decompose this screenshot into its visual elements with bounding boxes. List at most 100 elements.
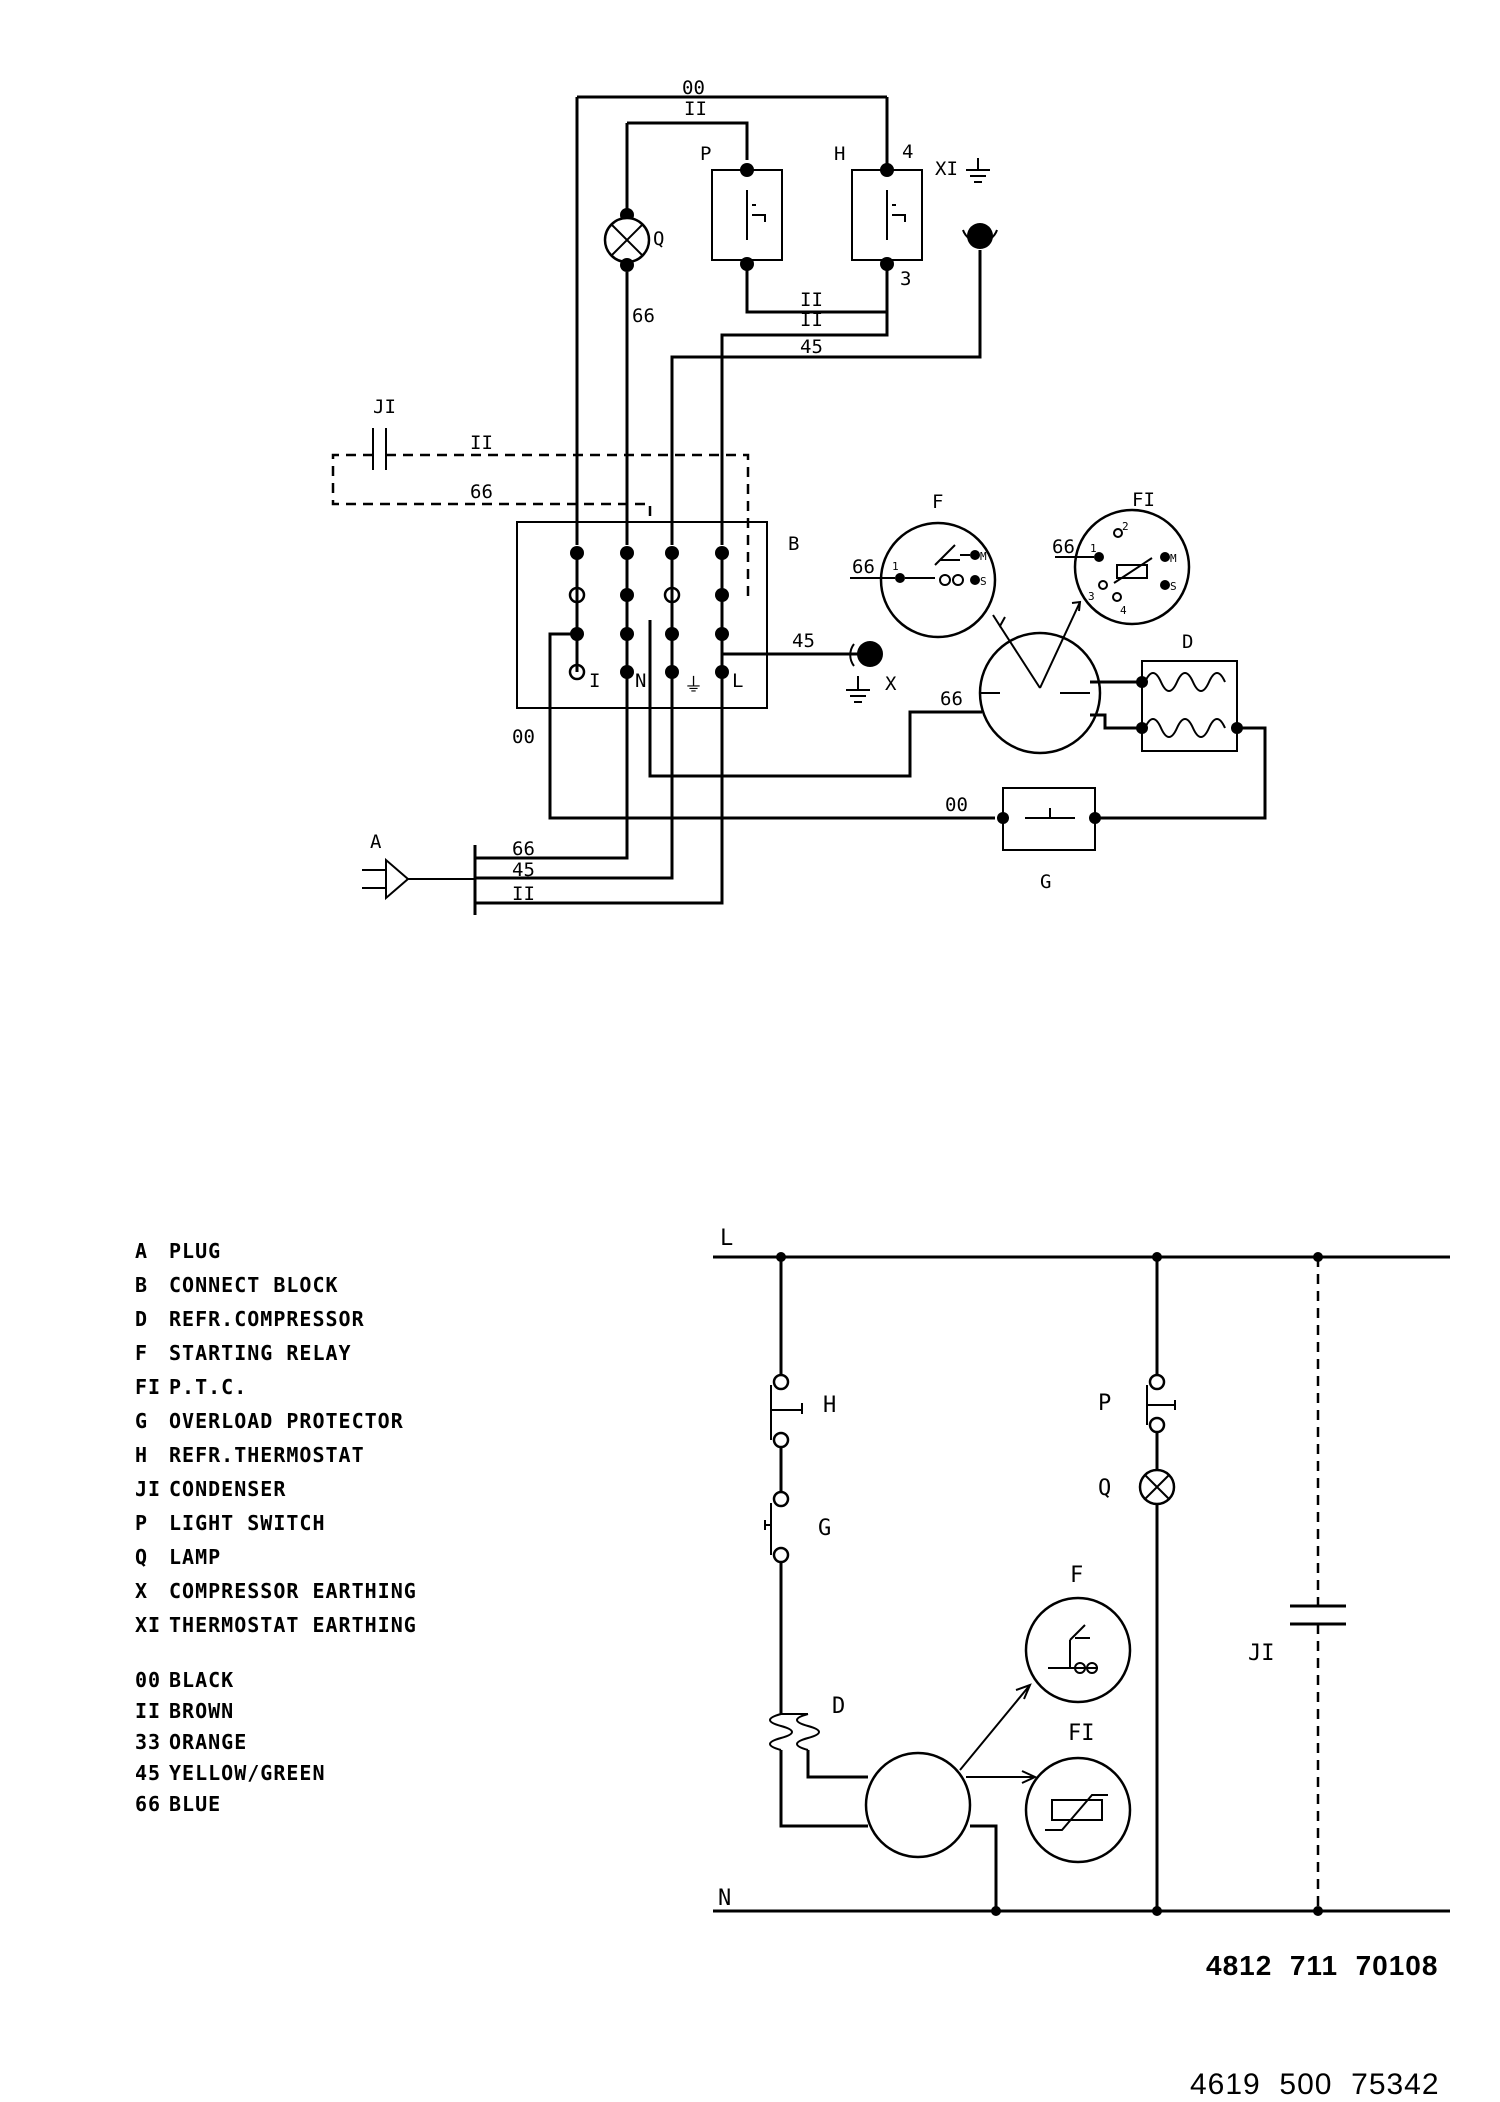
label-b: B	[788, 533, 799, 555]
label-ji-sch: JI	[1248, 1641, 1275, 1666]
legend-text: OVERLOAD PROTECTOR	[169, 1409, 404, 1433]
label-h-term-4: 4	[902, 141, 913, 163]
color-name: BLUE	[169, 1792, 222, 1816]
overload-protector-g: G	[997, 787, 1101, 893]
legend-item: F STARTING RELAY	[135, 1336, 555, 1370]
wire-label-00-g: 00	[945, 794, 968, 816]
color-name: ORANGE	[169, 1730, 248, 1754]
legend-text: PLUG	[169, 1239, 222, 1263]
label-f-term-s: S	[980, 575, 987, 588]
wire-label-66-f: 66	[852, 556, 875, 578]
legend-text: COMPRESSOR EARTHING	[169, 1579, 417, 1603]
legend-key: X	[135, 1579, 149, 1603]
color-legend-item: 66 BLUE	[135, 1789, 555, 1820]
legend-item: A PLUG	[135, 1234, 555, 1268]
color-legend-item: II BROWN	[135, 1696, 555, 1727]
wire-label-11-top: II	[684, 98, 707, 120]
schematic-overload-g: G	[764, 1490, 831, 1564]
plug-a: A 66 45 II	[362, 672, 724, 915]
wire-label-66-fi: 66	[1052, 536, 1075, 558]
label-term-i: I	[589, 670, 600, 692]
legend-text: CONDENSER	[169, 1477, 287, 1501]
label-fi-term-m: M	[1170, 552, 1177, 565]
legend-key: D	[135, 1307, 149, 1331]
label-term-n: N	[635, 670, 646, 692]
label-d-top: D	[1182, 631, 1193, 653]
compressor-motor	[978, 600, 1102, 755]
connect-block-b: B I N ⏚ L	[516, 521, 799, 709]
legend-text: THERMOSTAT EARTHING	[169, 1613, 417, 1637]
legend-item: FI P.T.C.	[135, 1370, 555, 1404]
wire-label-11-mid-b: II	[800, 309, 823, 331]
label-h-term-3: 3	[900, 268, 911, 290]
wiring-top: 00 II Q 66 P H 4 3	[331, 77, 1267, 915]
color-name: BROWN	[169, 1699, 235, 1723]
legend-key: XI	[135, 1613, 162, 1637]
wire-label-66-lamp: 66	[632, 305, 655, 327]
plug-label-11: II	[512, 883, 535, 905]
label-fi-term-4: 4	[1120, 604, 1127, 617]
legend-key: P	[135, 1511, 149, 1535]
label-a: A	[370, 831, 382, 853]
color-code: 66	[135, 1792, 162, 1816]
legend-item: P LIGHT SWITCH	[135, 1506, 555, 1540]
label-f-top: F	[932, 491, 943, 513]
schematic-motor	[864, 1683, 1038, 1911]
legend-text: P.T.C.	[169, 1375, 248, 1399]
label-fi-term-s: S	[1170, 580, 1177, 593]
label-n-rail: N	[718, 1886, 731, 1911]
lamp-q: Q	[603, 208, 664, 272]
plug-label-66: 66	[512, 838, 535, 860]
wire-label-66-cond: 66	[470, 481, 493, 503]
label-ji-top: JI	[373, 396, 396, 418]
wire-label-66-comp: 66	[940, 688, 963, 710]
thermostat-h: H 4 3	[834, 97, 923, 290]
label-xi: XI	[935, 158, 958, 180]
compressor-earth-x: 45 X	[722, 630, 897, 703]
color-code: II	[135, 1699, 162, 1723]
condenser-ji: JI II 66	[331, 396, 750, 600]
legend-item: JI CONDENSER	[135, 1472, 555, 1506]
legend-key: G	[135, 1409, 149, 1433]
part-number-primary: 4812 711 70108	[1206, 1950, 1439, 1981]
label-term-earth: ⏚	[684, 674, 703, 696]
label-fi-top: FI	[1132, 489, 1155, 511]
legend-text: LIGHT SWITCH	[169, 1511, 326, 1535]
label-fi-term-2: 2	[1122, 520, 1129, 533]
wire-label-11-cond: II	[470, 432, 493, 454]
label-h-sch: H	[823, 1393, 836, 1418]
color-code: 45	[135, 1761, 162, 1785]
part-number-secondary: 4619 500 75342	[1190, 2068, 1440, 2101]
schematic-compressor-d: D	[769, 1694, 845, 1751]
label-l-rail: L	[720, 1226, 733, 1251]
legend-item: X COMPRESSOR EARTHING	[135, 1574, 555, 1608]
schematic-condenser-ji: JI	[1248, 1257, 1346, 1911]
legend-text: STARTING RELAY	[169, 1341, 352, 1365]
label-fi-term-3: 3	[1088, 590, 1095, 603]
ptc-fi: FI 66 1 2 3 4 M S	[1052, 489, 1191, 626]
wire-label-00-top: 00	[682, 77, 705, 99]
legend-key: A	[135, 1239, 149, 1263]
label-term-l: L	[732, 670, 743, 692]
legend-key: F	[135, 1341, 149, 1365]
label-q-top: Q	[653, 228, 664, 250]
thermostat-earth-xi: XI	[935, 158, 998, 249]
label-p-sch: P	[1098, 1391, 1111, 1416]
legend-key: JI	[135, 1477, 162, 1501]
legend-key: FI	[135, 1375, 162, 1399]
color-code: 33	[135, 1730, 162, 1754]
label-h-top: H	[834, 143, 845, 165]
schematic-lamp-q: Q	[1098, 1468, 1176, 1506]
light-switch-p: P	[700, 143, 783, 271]
legend-item: G OVERLOAD PROTECTOR	[135, 1404, 555, 1438]
legend-key: H	[135, 1443, 149, 1467]
label-g-top: G	[1040, 871, 1051, 893]
